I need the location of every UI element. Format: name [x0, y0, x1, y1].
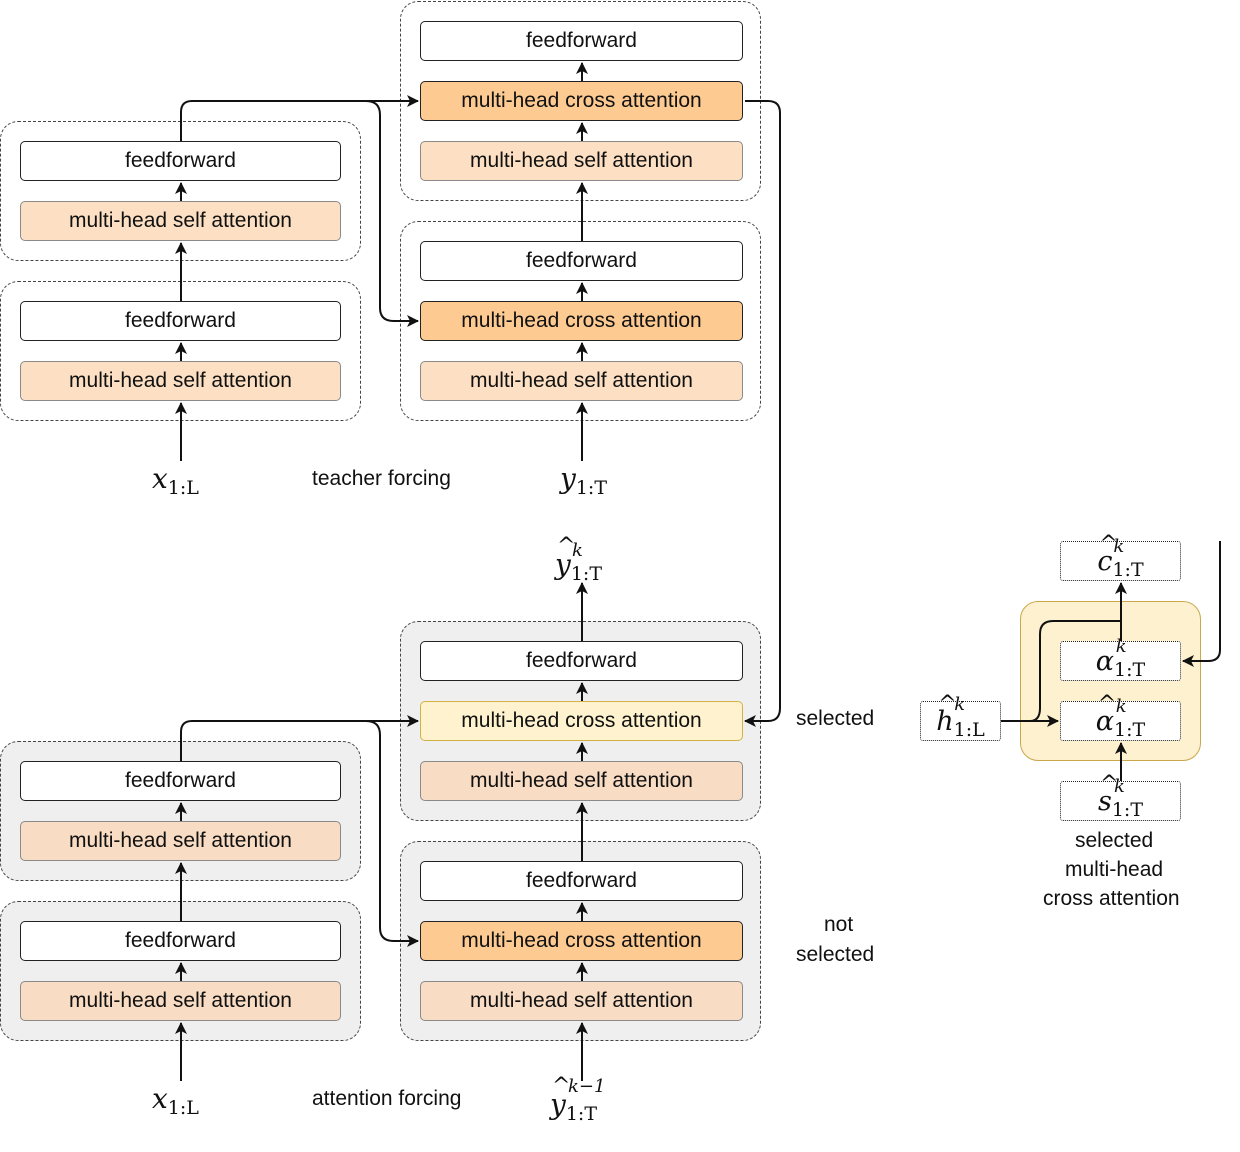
decoder-cross-attention-selected-box: multi-head cross attention [420, 701, 743, 741]
teacher-forcing-label: teacher forcing [312, 467, 451, 490]
panel-caption-line3: cross attention [1043, 887, 1180, 910]
y-hat-prev-input: yk−11:T [550, 1074, 605, 1125]
decoder-feedforward-box: feedforward [420, 21, 743, 61]
arrow [180, 715, 419, 761]
arrow [365, 100, 419, 327]
encoder-feedforward-box: feedforward [20, 141, 341, 181]
s-hat-box: sk1:T [1060, 772, 1181, 821]
selected-label: selected [796, 707, 875, 730]
decoder-self-attention-box: multi-head self attention [420, 761, 743, 801]
arrow [365, 720, 419, 947]
y-hat-output: yk1:T [555, 534, 602, 585]
alpha-hat-box: αk1:T [1060, 692, 1181, 741]
encoder-self-attention-box: multi-head self attention [20, 821, 341, 861]
arrow [180, 95, 419, 141]
decoder-cross-attention-box: multi-head cross attention [420, 301, 743, 341]
decoder-self-attention-box: multi-head self attention [420, 981, 743, 1021]
panel-caption-line1: selected [1075, 829, 1154, 852]
decoder-feedforward-box: feedforward [420, 861, 743, 901]
decoder-self-attention-box: multi-head self attention [420, 361, 743, 401]
x-input-top: x1:L [152, 462, 199, 499]
encoder-self-attention-box: multi-head self attention [20, 201, 341, 241]
h-hat-box: hk1:L [920, 692, 1001, 741]
encoder-self-attention-box: multi-head self attention [20, 361, 341, 401]
c-hat-box: ck1:T [1060, 532, 1181, 581]
decoder-feedforward-box: feedforward [420, 641, 743, 681]
panel-caption-line2: multi-head [1065, 858, 1164, 881]
not-selected-label-line1: not [824, 913, 854, 936]
attention-forcing-label: attention forcing [312, 1087, 462, 1110]
arrow [1182, 541, 1221, 667]
arrow [1029, 582, 1127, 722]
encoder-feedforward-box: feedforward [20, 301, 341, 341]
decoder-self-attention-box: multi-head self attention [420, 141, 743, 181]
encoder-feedforward-box: feedforward [20, 921, 341, 961]
encoder-feedforward-box: feedforward [20, 761, 341, 801]
decoder-cross-attention-box: multi-head cross attention [420, 81, 743, 121]
decoder-cross-attention-box: multi-head cross attention [420, 921, 743, 961]
arrow [744, 100, 781, 727]
not-selected-label-line2: selected [796, 943, 875, 966]
y-input-top: y1:T [560, 462, 607, 499]
decoder-feedforward-box: feedforward [420, 241, 743, 281]
encoder-self-attention-box: multi-head self attention [20, 981, 341, 1021]
x-input-bottom: x1:L [152, 1082, 199, 1119]
